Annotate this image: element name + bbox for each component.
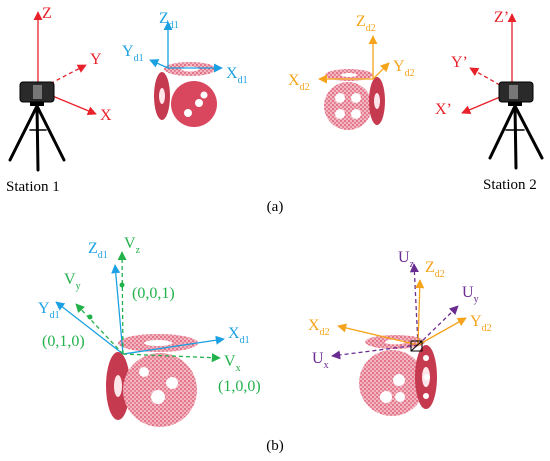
- right-yd2-axis: [417, 317, 467, 346]
- station-1-label: Station 1: [6, 179, 60, 195]
- left-zd1-axis: [111, 264, 124, 355]
- left-vz-axis: [117, 251, 127, 355]
- target-d1: Zd1 Yd1 Xd1: [122, 10, 248, 127]
- target-d1-y-label: Yd1: [122, 43, 144, 64]
- left-point-z-marker: [119, 282, 125, 288]
- station-2-z-label: Z’: [494, 9, 509, 26]
- panel-b-right-labels: Uz Zd2 Uy Yd2 Xd2 Ux: [308, 249, 492, 371]
- station-2-label: Station 2: [483, 177, 537, 193]
- panel-b-left-axes: [55, 251, 225, 363]
- right-zd2-axis: [415, 279, 425, 346]
- target-d1-y-axis: [149, 59, 169, 69]
- panel-b-left-labels: Zd1 Vz (0,0,1) Vy Yd1 (0,1,0) Xd1 Vx (1,…: [38, 235, 261, 395]
- station-1-y-label: Y: [90, 51, 102, 68]
- station-2: Z’ Y’ X’ Station 2: [435, 9, 544, 193]
- target-d1-x-label: Xd1: [226, 65, 248, 86]
- panel-b: Zd1 Vz (0,0,1) Vy Yd1 (0,1,0) Xd1 Vx (1,…: [38, 235, 492, 454]
- right-yd2-label: Yd2: [470, 313, 492, 334]
- right-uz-axis: [409, 263, 419, 346]
- target-d2-axes: Zd2 Yd2 Xd2: [288, 13, 415, 93]
- target-d2-y-axis: [372, 62, 390, 80]
- right-zd2-label: Zd2: [425, 259, 445, 280]
- target-d1-shape: [154, 62, 217, 127]
- station-1-scanner-icon: [19, 81, 55, 106]
- station-2-scanner-icon: [498, 81, 534, 106]
- right-origin-box-diagonal: [410, 340, 423, 352]
- station-1: Z Y X Station 1: [6, 5, 112, 195]
- target-d2-shape: [324, 69, 385, 130]
- left-vy-axis: [75, 303, 124, 355]
- right-uz-label: Uz: [398, 249, 415, 270]
- panel-b-right-target-shape: [359, 335, 437, 416]
- right-xd2-axis: [337, 323, 419, 346]
- right-uy-axis: [417, 305, 459, 346]
- panel-b-left: Zd1 Vz (0,0,1) Vy Yd1 (0,1,0) Xd1 Vx (1,…: [38, 235, 261, 427]
- station-1-tripod-icon: [8, 104, 66, 172]
- panel-b-right-axes: [331, 263, 467, 360]
- panel-a: Z Y X Station 1: [6, 5, 544, 215]
- left-vz-label: Vz: [124, 235, 141, 256]
- right-origin-box-icon: [410, 340, 423, 352]
- target-d1-z-label: Zd1: [159, 10, 179, 31]
- left-zd1-label: Zd1: [88, 240, 108, 261]
- left-vy-label: Vy: [64, 271, 81, 292]
- panel-b-right: Uz Zd2 Uy Yd2 Xd2 Ux: [308, 249, 492, 416]
- right-ux-label: Ux: [312, 350, 329, 371]
- target-d1-axes: Zd1 Yd1 Xd1: [122, 10, 248, 86]
- left-yd1-label: Yd1: [38, 300, 60, 321]
- target-d2-x-label: Xd2: [288, 72, 310, 93]
- right-ux-axis: [331, 344, 419, 360]
- station-2-y-label: Y’: [451, 54, 468, 71]
- left-point-x-label: (1,0,0): [218, 378, 261, 395]
- left-xd1-axis: [122, 335, 225, 355]
- left-vx-label: Vx: [224, 353, 241, 374]
- station-2-x-label: X’: [435, 101, 452, 118]
- left-xd1-label: Xd1: [228, 325, 250, 346]
- left-point-y-marker: [87, 314, 93, 320]
- right-uy-label: Uy: [462, 284, 479, 305]
- panel-b-caption: (b): [266, 438, 284, 454]
- left-yd1-axis: [55, 301, 124, 355]
- right-xd2-label: Xd2: [308, 317, 330, 338]
- station-1-z-label: Z: [42, 5, 52, 22]
- station-1-axes: Z Y X: [33, 5, 112, 124]
- target-d2-y-label: Yd2: [393, 58, 415, 79]
- station-1-x-label: X: [100, 107, 112, 124]
- station-2-tripod-icon: [488, 104, 544, 170]
- target-d2: Zd2 Yd2 Xd2: [288, 13, 415, 130]
- left-point-z-label: (0,0,1): [132, 285, 175, 302]
- target-d2-z-label: Zd2: [356, 13, 376, 34]
- left-point-y-label: (0,1,0): [42, 333, 85, 350]
- panel-a-caption: (a): [267, 199, 284, 215]
- left-vx-axis: [122, 353, 221, 363]
- panel-b-left-target-shape: [106, 334, 198, 427]
